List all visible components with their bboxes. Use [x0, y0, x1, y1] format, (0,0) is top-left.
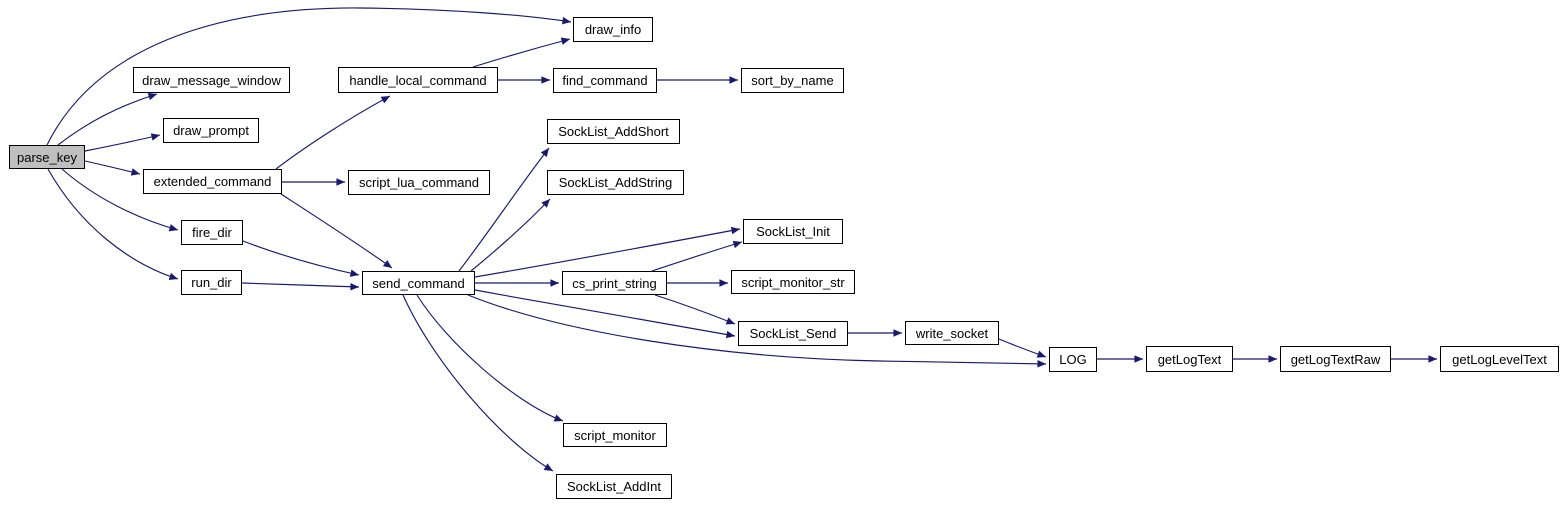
node-draw_message_window[interactable]: draw_message_window: [133, 67, 290, 93]
node-fire_dir[interactable]: fire_dir: [181, 220, 243, 245]
edge-send_command-to-SockList_AddInt: [402, 294, 554, 472]
node-run_dir[interactable]: run_dir: [181, 270, 242, 295]
node-getLogTextRaw[interactable]: getLogTextRaw: [1280, 346, 1391, 372]
edge-cs_print_string-to-SockList_Init: [651, 240, 743, 272]
node-SockList_AddString[interactable]: SockList_AddString: [547, 170, 684, 195]
node-extended_command[interactable]: extended_command: [143, 169, 282, 194]
node-write_socket[interactable]: write_socket: [905, 321, 999, 345]
edge-parse_key-to-draw_info: [46, 7, 572, 146]
node-getLogLevelText[interactable]: getLogLevelText: [1440, 346, 1559, 372]
edge-write_socket-to-LOG: [998, 338, 1047, 358]
node-handle_local_command[interactable]: handle_local_command: [338, 67, 498, 93]
node-script_monitor_str[interactable]: script_monitor_str: [731, 270, 855, 294]
edge-send_command-to-SockList_Init: [474, 226, 741, 278]
edge-send_command-to-SockList_AddShort: [458, 147, 550, 272]
node-sort_by_name[interactable]: sort_by_name: [741, 68, 844, 93]
edge-handle_local_command-to-draw_info: [472, 37, 571, 68]
edge-parse_key-to-draw_prompt: [84, 133, 161, 152]
node-SockList_AddInt[interactable]: SockList_AddInt: [556, 474, 672, 499]
edge-send_command-to-script_monitor: [416, 294, 564, 422]
node-SockList_Send[interactable]: SockList_Send: [738, 321, 848, 346]
node-find_command[interactable]: find_command: [553, 68, 657, 93]
node-script_lua_command[interactable]: script_lua_command: [348, 170, 490, 195]
edge-fire_dir-to-send_command: [242, 240, 360, 277]
node-script_monitor[interactable]: script_monitor: [563, 423, 667, 447]
edge-send_command-to-LOG: [467, 294, 1047, 368]
node-parse_key[interactable]: parse_key: [9, 145, 85, 169]
edge-parse_key-to-fire_dir: [61, 168, 179, 232]
node-LOG[interactable]: LOG: [1049, 347, 1097, 372]
edge-parse_key-to-draw_message_window: [57, 92, 158, 146]
node-SockList_Init[interactable]: SockList_Init: [743, 219, 843, 244]
node-getLogText[interactable]: getLogText: [1146, 346, 1233, 372]
node-SockList_AddShort[interactable]: SockList_AddShort: [547, 119, 680, 144]
edge-extended_command-to-send_command: [280, 193, 393, 269]
node-send_command[interactable]: send_command: [362, 271, 475, 295]
edge-parse_key-to-extended_command: [84, 160, 141, 176]
edge-parse_key-to-run_dir: [47, 168, 179, 281]
edge-cs_print_string-to-SockList_Send: [654, 294, 736, 325]
node-draw_info[interactable]: draw_info: [573, 17, 653, 42]
node-draw_prompt[interactable]: draw_prompt: [163, 118, 259, 143]
edge-extended_command-to-handle_local_command: [275, 95, 391, 170]
node-cs_print_string[interactable]: cs_print_string: [562, 271, 667, 295]
edge-send_command-to-SockList_Send: [474, 289, 736, 339]
edge-send_command-to-SockList_AddString: [470, 198, 551, 272]
edge-run_dir-to-send_command: [241, 282, 360, 291]
